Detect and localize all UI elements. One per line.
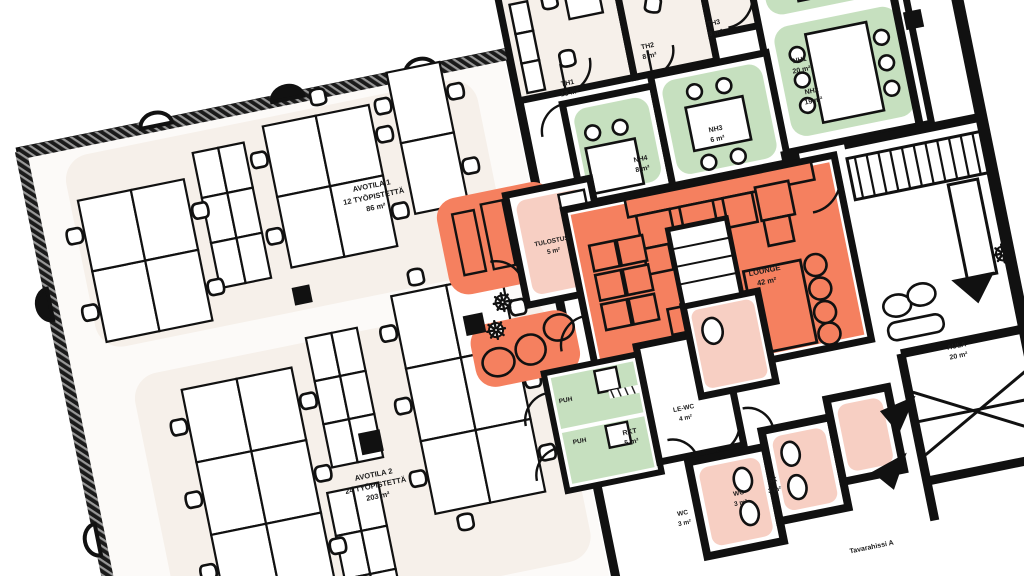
arrow-markers-south	[871, 395, 916, 490]
label-aula-name: AULA	[946, 341, 966, 352]
label-th2-area: 8 m²	[642, 51, 658, 61]
label-nh4-area: 8 m²	[635, 164, 651, 174]
room-puh2-floor	[561, 416, 655, 484]
label-th1-area: 13 m²	[560, 88, 580, 99]
wc-fixture	[701, 316, 725, 346]
label-nh2-name: NH2	[804, 87, 819, 97]
southeast-hatch	[912, 367, 1024, 457]
door-swing-tulostus	[490, 260, 525, 284]
label-rkt-name: RKT	[622, 428, 638, 438]
label-nh3-name: NH3	[708, 125, 723, 135]
structural-column-lounge-side	[462, 312, 487, 337]
direction-arrow-aula	[951, 271, 995, 304]
label-puh2: PUH	[572, 437, 587, 447]
aula-seating	[882, 282, 946, 342]
door-swing-nh4	[540, 102, 565, 138]
label-th1-name: TH1	[561, 79, 575, 89]
label-sk-area: 3 m²	[767, 485, 782, 495]
structural-column-avotila1	[291, 284, 313, 306]
door-swings-nh-east	[728, 0, 754, 29]
label-lewc-name: LE-WC	[673, 403, 696, 414]
door-swings-lounge	[559, 172, 848, 352]
label-nh2-area: 19 m²	[804, 96, 824, 107]
label-puh1: PUH	[558, 396, 573, 406]
west-wall-columns	[34, 286, 104, 558]
label-wc2-name: WC	[733, 489, 745, 498]
corridor-hatch	[608, 384, 640, 399]
label-nh1-name: NH1	[792, 56, 807, 66]
structural-column-avotila2	[357, 429, 384, 456]
label-aula-area: 20 m²	[949, 351, 969, 362]
west-wall-hatched	[14, 149, 138, 576]
north-wall-columns	[138, 56, 440, 132]
label-avotila1-area: 86 m²	[365, 201, 386, 214]
desk-cluster-avotila1	[76, 60, 470, 344]
label-nh3-area: 6 m²	[710, 134, 726, 144]
east-exterior-wall	[866, 0, 1024, 497]
room-sk-floor	[837, 398, 893, 471]
label-lounge-area: 42 m²	[756, 275, 777, 288]
structural-column-nh	[902, 8, 925, 31]
label-tulostus-area: 5 m²	[546, 246, 561, 256]
zone-core-stair	[664, 214, 745, 310]
label-wc1-area: 3 m²	[677, 518, 692, 528]
label-th2-name: TH2	[641, 42, 655, 52]
label-wc1-name: WC	[677, 509, 689, 518]
label-nh4-name: NH4	[633, 155, 648, 165]
label-th3-name: TH3	[707, 19, 721, 29]
label-nh1-area: 20 m²	[792, 65, 812, 76]
zone-rkt-lewc	[632, 286, 781, 467]
label-th3-area: 8 m²	[708, 28, 724, 38]
staircase	[845, 129, 991, 202]
label-lewc-area: 4 m²	[678, 413, 693, 423]
label-sk-name: SK	[768, 476, 779, 485]
zone-meeting-rooms-nh-east	[728, 0, 936, 158]
southeast-structure	[896, 324, 1024, 522]
room-puh1-floor	[550, 361, 644, 430]
label-wc2-area: 3 m²	[733, 498, 748, 508]
lounge-tables	[587, 179, 797, 332]
label-rkt-area: 5 m²	[624, 437, 640, 447]
